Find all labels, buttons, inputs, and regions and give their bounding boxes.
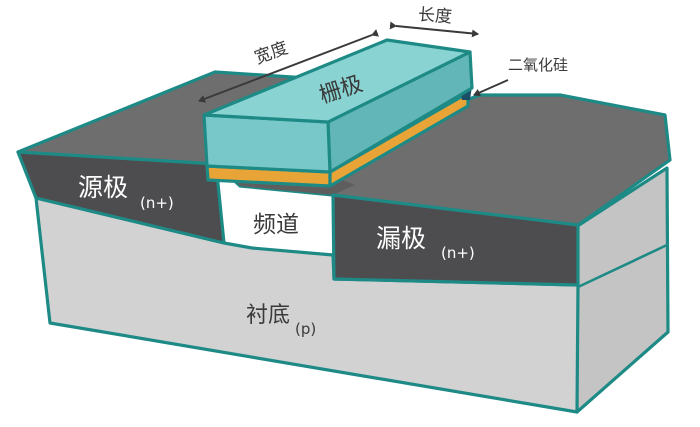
drain-doping-label: (n+)	[441, 244, 475, 262]
oxide-pointer-line	[473, 79, 509, 97]
width-arrow	[198, 29, 380, 103]
gate-front	[202, 113, 332, 174]
length-label: 长度	[417, 5, 452, 27]
source-electrode	[16, 150, 226, 245]
channel-label: 频道	[253, 212, 299, 238]
drain-label: 漏极	[376, 224, 426, 253]
oxide-label: 二氧化硅	[508, 56, 568, 74]
drain-electrode	[331, 193, 580, 287]
source-label: 源极	[78, 173, 128, 202]
substrate-side-seam	[576, 243, 669, 289]
substrate-label: 衬底	[246, 303, 290, 328]
width-label: 宽度	[252, 38, 291, 68]
substrate-doping-label: (p)	[295, 320, 316, 338]
source-doping-label: (n+)	[140, 194, 174, 212]
length-arrow	[389, 21, 479, 38]
